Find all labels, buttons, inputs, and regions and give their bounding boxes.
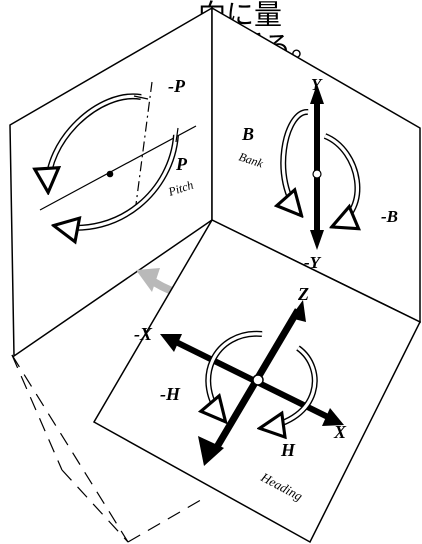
- x-axis-arrowhead-pos: [322, 408, 344, 426]
- label-pitch-neg: -P: [168, 76, 186, 96]
- pitch-panel: -P P Pitch: [9, 6, 213, 358]
- label-z-pos: Z: [297, 284, 309, 304]
- heading-panel: Z -X X -H H Heading: [92, 219, 422, 544]
- x-axis-arrowhead-neg: [160, 334, 182, 352]
- y-axis-arrowhead-top: [310, 84, 324, 104]
- label-heading-pos: H: [280, 440, 296, 460]
- label-x-pos: X: [333, 422, 347, 442]
- fold-direction-arrowhead: [136, 268, 160, 292]
- dashed-fold-outline: [11, 354, 207, 543]
- pitch-center-dot: [106, 170, 114, 178]
- label-x-neg: -X: [134, 324, 153, 344]
- label-bank-pos: B: [241, 124, 254, 144]
- y-axis-arrowhead-bottom: [310, 230, 324, 250]
- label-heading-neg: -H: [160, 384, 181, 404]
- pitch-axis-line: [39, 125, 197, 211]
- bank-center-dot: [312, 169, 322, 179]
- label-bank-neg: -B: [381, 207, 398, 226]
- z-axis-arrowhead-neg: [198, 436, 224, 466]
- label-y-pos: Y: [311, 75, 323, 94]
- label-pitch-pos: P: [175, 154, 188, 174]
- pitch-dashdot-line: [134, 81, 153, 213]
- z-axis-arrowhead-pos: [290, 300, 306, 322]
- heading-center-dot: [252, 374, 264, 386]
